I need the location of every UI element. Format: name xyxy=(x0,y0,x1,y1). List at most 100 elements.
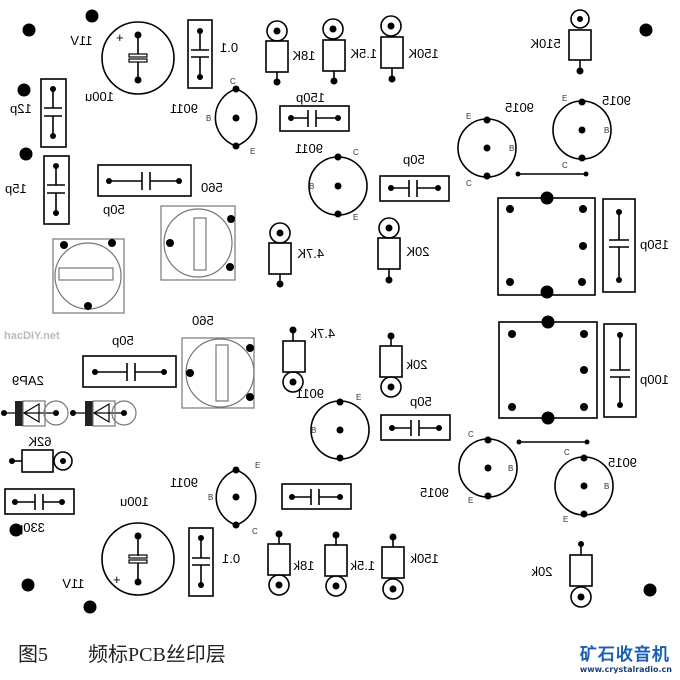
trimmer-pot-upper xyxy=(160,205,236,281)
label-50p: 50p xyxy=(112,333,134,348)
mounting-hole xyxy=(17,83,31,97)
site-logo: 矿石收音机 www.crystalradio.cn xyxy=(580,640,672,674)
pin-label-c: C xyxy=(230,77,236,86)
pin-label-c: C xyxy=(353,148,359,157)
figure-title: 频标PCB丝印层 xyxy=(88,644,226,666)
label-15p: 15p xyxy=(5,181,27,196)
mounting-hole xyxy=(21,578,35,592)
mounting-hole xyxy=(639,23,653,37)
pin-label-b: B xyxy=(509,144,514,153)
resistor-1.5k-bottom: 1.5k xyxy=(324,531,375,597)
label-4.7k: 4.7K xyxy=(297,246,324,261)
trimmer-pot-left xyxy=(52,238,125,314)
label-560: 560 xyxy=(201,180,223,195)
pin-label-e: E xyxy=(562,94,567,103)
capacitor-15p: 15p xyxy=(5,155,70,225)
capacitor-150p-mid: 150p xyxy=(279,90,350,132)
capacitor-100u-top: + 100u 11V xyxy=(70,21,175,104)
label-9015: 9015 xyxy=(608,455,637,470)
pin-label-c: C xyxy=(564,448,570,457)
jumper-lower xyxy=(516,439,590,445)
pin-label-c: C xyxy=(466,179,472,188)
capacitor-50p-d: 50p xyxy=(380,394,451,441)
figure-number: 图5 xyxy=(18,644,48,666)
mounting-hole xyxy=(19,147,33,161)
label-20k: 20k xyxy=(531,564,552,579)
capacitor-100p-right: 100p xyxy=(603,323,669,418)
mounting-holes xyxy=(9,9,657,614)
pin-label-b: B xyxy=(604,482,609,491)
mounting-hole xyxy=(85,9,99,23)
resistor-4.7k-a: 4.7K xyxy=(268,222,324,288)
pin-label-b: B xyxy=(208,493,213,502)
coil-transformer-lower xyxy=(498,315,598,425)
label-1.5k: 1.5k xyxy=(350,558,375,573)
label-50p: 50p xyxy=(103,202,125,217)
label-150k: 150k xyxy=(410,551,439,566)
resistor-150k-bottom: 150k xyxy=(381,533,439,600)
transistor-9015-c: C B E 9015 xyxy=(420,430,518,505)
label-510k: 510K xyxy=(530,36,561,51)
logo-text: 矿石收音机 xyxy=(579,645,670,665)
pin-label-b: B xyxy=(508,464,513,473)
pin-label-b: B xyxy=(206,114,211,123)
transistor-9011-d: E B C 9011 xyxy=(170,461,260,536)
label-560: 560 xyxy=(192,313,214,328)
resistor-20k-bottom: 20k xyxy=(531,541,593,608)
label-9015: 9015 xyxy=(505,100,534,115)
mounting-hole xyxy=(22,23,36,37)
capacitor-0.1-top: 0.1 xyxy=(187,19,238,89)
resistor-20k-b: 20k xyxy=(379,332,427,398)
label-9011: 9011 xyxy=(170,475,198,490)
pin-label-e: E xyxy=(255,461,260,470)
transistor-9015-b: E B C 9015 xyxy=(552,93,631,170)
resistor-20k-a: 20K xyxy=(377,217,429,284)
coil-transformer-upper xyxy=(497,191,596,299)
label-9015: 9015 xyxy=(420,485,449,500)
capacitor-330p: 330p xyxy=(4,488,75,535)
label-50p: 50p xyxy=(403,152,425,167)
capacitor-0.1-bottom: 0.1 xyxy=(188,527,240,597)
resistor-4.7k-b: 4.7k xyxy=(282,326,335,393)
mounting-hole xyxy=(643,583,657,597)
label-100u: 100u xyxy=(120,494,149,509)
label-0.1: 0.1 xyxy=(220,40,238,55)
label-62k: 62K xyxy=(28,434,51,449)
pin-label-e: E xyxy=(563,515,568,524)
jumper-top xyxy=(515,171,589,177)
pin-label-c: C xyxy=(252,527,258,536)
label-20k: 20K xyxy=(406,244,429,259)
capacitor-small-lower xyxy=(281,483,352,510)
label-9011: 9011 xyxy=(296,386,324,401)
resistor-18k-bottom: 18k xyxy=(267,530,314,596)
diode-2ap9-left: 2AP9 xyxy=(1,373,69,427)
diode-2ap9-right xyxy=(70,400,137,427)
transistor-9015-a: E B C 9015 xyxy=(457,100,534,188)
resistor-510k: 510K xyxy=(530,9,592,75)
polarity-plus: + xyxy=(113,572,121,587)
resistor-62k: 62K xyxy=(9,434,73,473)
label-9011: 9011 xyxy=(295,141,323,156)
label-150p: 150p xyxy=(296,90,325,105)
label-150p: 150p xyxy=(640,237,669,252)
pin-label-e: E xyxy=(468,496,473,505)
label-11v: 11V xyxy=(62,576,84,591)
resistor-1.5k-top: 1.5K xyxy=(322,18,377,85)
mounting-hole xyxy=(9,523,23,537)
label-100u: 100u xyxy=(85,89,114,104)
label-11v: 11V xyxy=(70,33,92,48)
trimmer-pot-lower: 560 xyxy=(181,313,255,409)
pin-label-b: B xyxy=(604,126,609,135)
capacitor-50p-c: 50p xyxy=(82,333,177,388)
pin-label-b: B xyxy=(311,426,316,435)
transistor-9011-a: C B E 9011 xyxy=(170,77,258,156)
label-12p: 12p xyxy=(10,101,32,116)
label-330p: 330p xyxy=(16,520,45,535)
label-2ap9: 2AP9 xyxy=(12,373,44,388)
label-100p: 100p xyxy=(640,372,669,387)
capacitor-150p-right: 150p xyxy=(602,198,669,293)
transistor-9011-b: C B E 9011 xyxy=(295,141,368,222)
label-4.7k: 4.7k xyxy=(310,326,335,341)
capacitor-50p-a: 50p 560 xyxy=(97,164,223,217)
